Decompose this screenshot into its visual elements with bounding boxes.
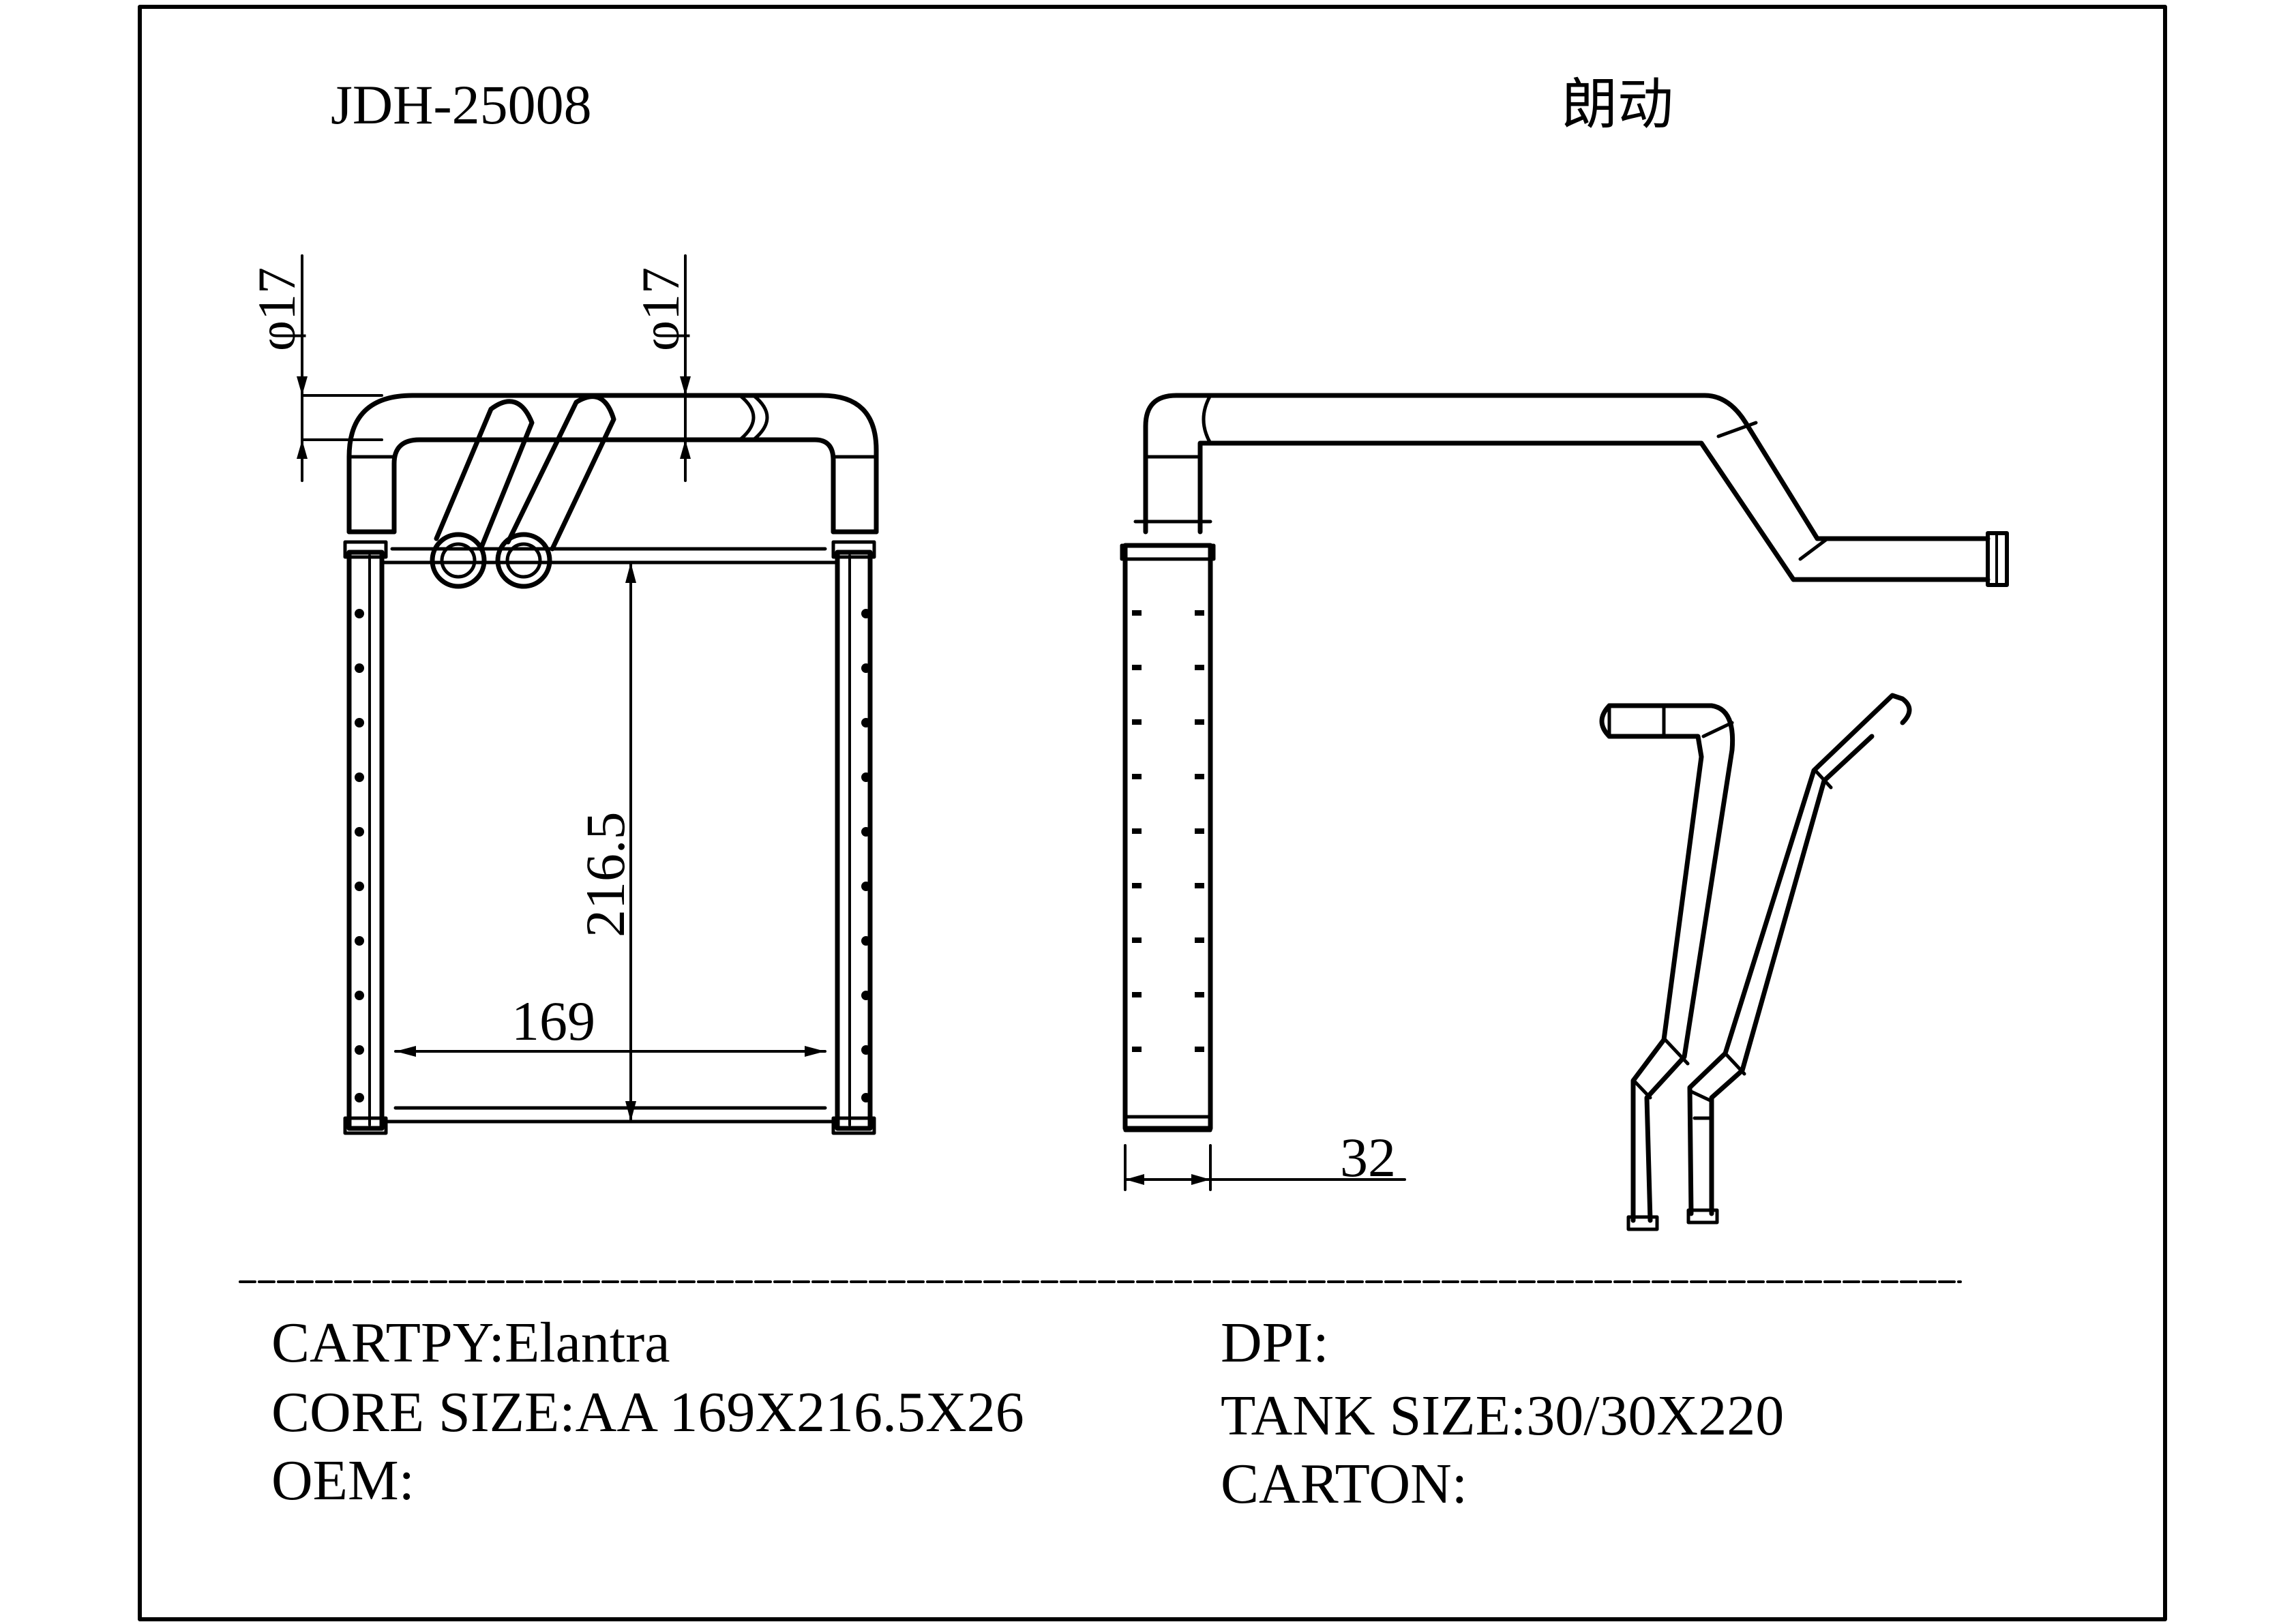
core <box>380 560 839 1124</box>
side-core <box>1122 543 1213 1131</box>
top-pipe-inner <box>391 437 836 535</box>
side-pipe-top <box>1143 393 1991 541</box>
top-pipe-outer <box>346 393 879 535</box>
spec-dpi: DPI: <box>1221 1311 1329 1375</box>
part-number: JDH-25008 <box>331 74 592 136</box>
side-view <box>1120 393 2009 1191</box>
front-view <box>297 254 879 1135</box>
right-tank <box>835 550 873 1131</box>
spec-oem: OEM: <box>271 1449 415 1512</box>
height-dimension-label: 216.5 <box>574 812 636 938</box>
spec-carton: CARTON: <box>1221 1452 1468 1516</box>
sheet-border <box>138 5 2167 1621</box>
left-tank <box>346 550 385 1131</box>
pipe-diameter-right-label: φ17 <box>631 267 690 351</box>
width-dimension-label: 169 <box>511 990 595 1052</box>
inlet-pipe <box>434 399 535 552</box>
inlet-port <box>430 532 487 589</box>
spec-core-size: CORE SIZE:AA 169X216.5X26 <box>271 1381 1024 1444</box>
outlet-port <box>495 532 552 589</box>
detail-pipe-left <box>1607 703 1735 1223</box>
pipe-diameter-left-label: φ17 <box>247 267 306 351</box>
tank-rivets <box>355 609 871 1102</box>
spec-cartpy: CARTPY:Elantra <box>271 1311 670 1375</box>
pipe-detail-view <box>1599 693 1912 1231</box>
model-name-cn: 朗动 <box>1562 74 1674 136</box>
spec-tank-size: TANK SIZE:30/30X220 <box>1221 1384 1785 1447</box>
side-pipe-bottom <box>1197 440 1991 582</box>
depth-dimension-label: 32 <box>1340 1126 1396 1188</box>
detail-pipe-right <box>1709 734 1875 1216</box>
outlet-pipe <box>505 394 616 552</box>
